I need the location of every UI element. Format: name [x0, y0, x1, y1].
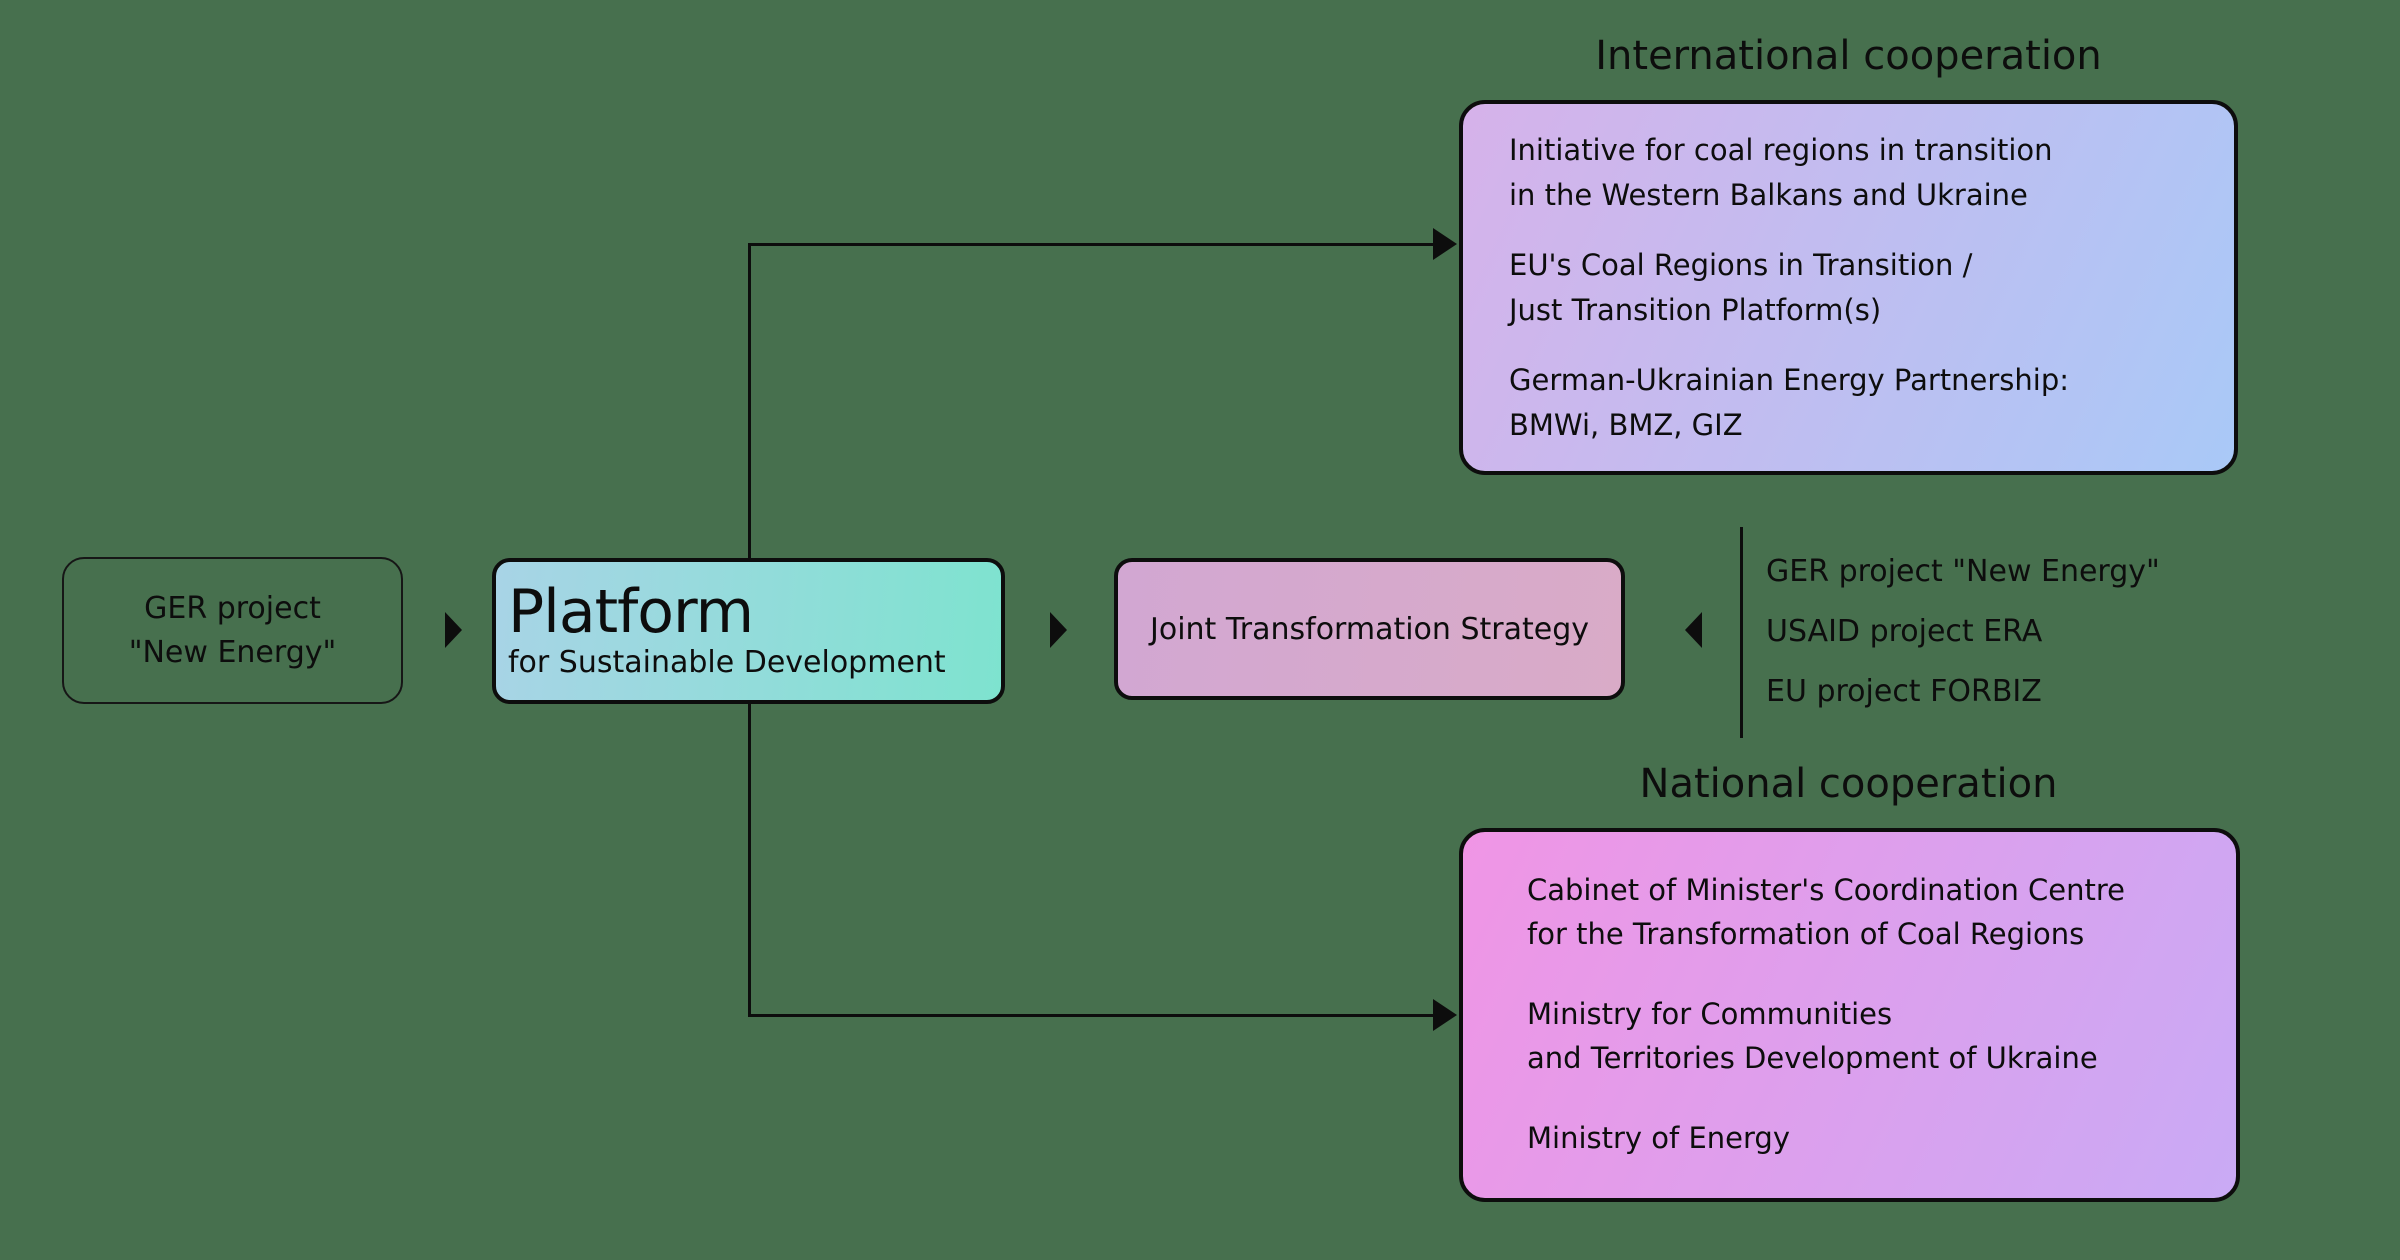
national-title: National cooperation — [1639, 761, 2058, 807]
international-item: Initiative for coal regions in transitio… — [1509, 133, 2053, 212]
platform-box: Platform for Sustainable Development — [492, 558, 1005, 704]
national-item: Ministry for Communities and Territories… — [1527, 997, 2098, 1075]
arrow-ger-to-platform-icon — [445, 612, 462, 648]
international-item: EU's Coal Regions in Transition / Just T… — [1509, 248, 1973, 327]
arrowhead-to-national-icon — [1433, 999, 1457, 1031]
connector-bottom-horizontal-line — [748, 1014, 1435, 1017]
ger-project-box: GER project "New Energy" — [62, 557, 403, 704]
connector-top-vertical-line — [748, 245, 751, 558]
national-box: Cabinet of Minister's Coordination Centr… — [1459, 828, 2240, 1202]
side-list-bar — [1740, 527, 1743, 738]
connector-bottom-vertical-line — [748, 704, 751, 1016]
side-list-item: USAID project ERA — [1766, 613, 2043, 649]
international-title: International cooperation — [1595, 33, 2102, 79]
connector-top-horizontal-line — [748, 243, 1435, 246]
side-list-item: GER project "New Energy" — [1766, 553, 2160, 589]
platform-subtitle: for Sustainable Development — [508, 645, 946, 680]
national-item: Cabinet of Minister's Coordination Centr… — [1527, 873, 2126, 951]
arrow-platform-to-strategy-icon — [1050, 612, 1067, 648]
international-box: Initiative for coal regions in transitio… — [1459, 100, 2238, 475]
arrow-list-to-strategy-icon — [1685, 612, 1702, 648]
joint-strategy-box: Joint Transformation Strategy — [1114, 558, 1625, 700]
side-list-item: EU project FORBIZ — [1766, 673, 2042, 709]
arrowhead-to-international-icon — [1433, 228, 1457, 260]
international-item: German-Ukrainian Energy Partnership: BMW… — [1509, 363, 2070, 442]
joint-strategy-label: Joint Transformation Strategy — [1150, 611, 1589, 647]
national-item: Ministry of Energy — [1527, 1121, 1790, 1155]
ger-project-label: GER project "New Energy" — [128, 590, 337, 670]
side-list: GER project "New Energy" USAID project E… — [1766, 541, 2160, 721]
platform-title: Platform — [508, 577, 754, 647]
